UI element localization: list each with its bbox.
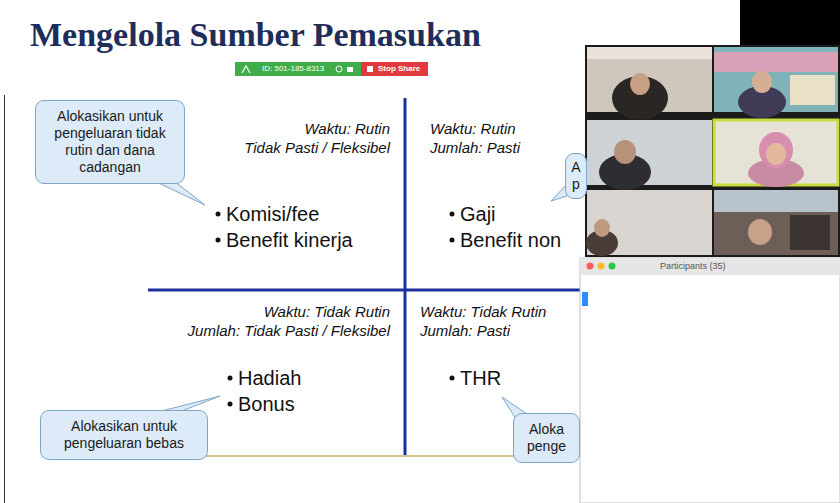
video-thumbnail	[714, 190, 838, 255]
income-item: Hadiah	[238, 366, 301, 390]
quadrant-heading: Tidak Pasti / Fleksibel	[244, 139, 390, 157]
stop-share-label: Stop Share	[378, 63, 420, 75]
quadrant-heading: Waktu: Tidak Rutin	[264, 303, 390, 321]
income-item: Gaji	[460, 202, 496, 226]
window-button	[609, 263, 616, 270]
toolbar-icon	[336, 66, 342, 72]
quadrant-heading: Waktu: Tidak Rutin	[420, 303, 546, 321]
income-item: Benefit kinerja	[226, 228, 353, 252]
callout-tails	[148, 178, 567, 419]
horizontal-axis	[148, 289, 587, 292]
frame-line	[4, 95, 5, 503]
callout-text: Alokasikan untuk pengeluaran bebas	[47, 418, 201, 452]
window-button	[598, 263, 605, 270]
vertical-axis	[404, 98, 407, 455]
video-grid	[585, 45, 840, 257]
callout-bubble: Alokasikan untuk pengeluaran bebas	[40, 410, 208, 460]
toolbar-icon	[347, 67, 353, 72]
participants-window	[580, 258, 840, 503]
quadrant-heading: Jumlah: Pasti	[430, 139, 520, 157]
video-thumbnail-active	[714, 120, 838, 187]
window-titlebar	[580, 258, 840, 275]
quadrant-heading: Jumlah: Tidak Pasti / Fleksibel	[188, 322, 390, 340]
stop-share-button	[361, 62, 428, 76]
slide-title: Mengelola Sumber Pemasukan	[30, 18, 481, 52]
quadrant-heading: Waktu: Rutin	[430, 120, 516, 138]
window-title: Participants (35)	[660, 260, 726, 273]
quadrant-heading: Jumlah: Pasti	[420, 322, 510, 340]
callout-text: Alokasikan untuk pengeluaran tidak rutin…	[42, 108, 178, 176]
callout-bubble: Alokasikan untuk pengeluaran tidak rutin…	[35, 100, 185, 184]
window-marker	[582, 292, 588, 306]
income-item: Komisi/fee	[226, 202, 319, 226]
video-thumbnail	[586, 190, 712, 256]
window-button	[587, 263, 594, 270]
toolbar-bar	[235, 62, 361, 76]
income-item: Benefit non	[460, 228, 561, 252]
callout-bubble-partial: Aloka penge	[513, 413, 580, 463]
meeting-id: ID: 501-185-8313	[262, 63, 324, 75]
callout-text: A p	[571, 159, 581, 193]
black-panel	[740, 0, 840, 47]
quadrant-heading: Waktu: Rutin	[304, 120, 390, 138]
video-thumbnail	[587, 120, 712, 190]
bullets	[216, 212, 455, 407]
toolbar-icon	[242, 66, 250, 73]
callout-text: Aloka penge	[522, 421, 571, 455]
stop-icon	[367, 66, 373, 72]
income-item: Bonus	[238, 392, 295, 416]
video-thumbnail	[587, 47, 712, 120]
video-thumbnail	[714, 47, 838, 118]
callout-bubble-partial: A p	[565, 153, 587, 199]
income-item: THR	[460, 366, 501, 390]
